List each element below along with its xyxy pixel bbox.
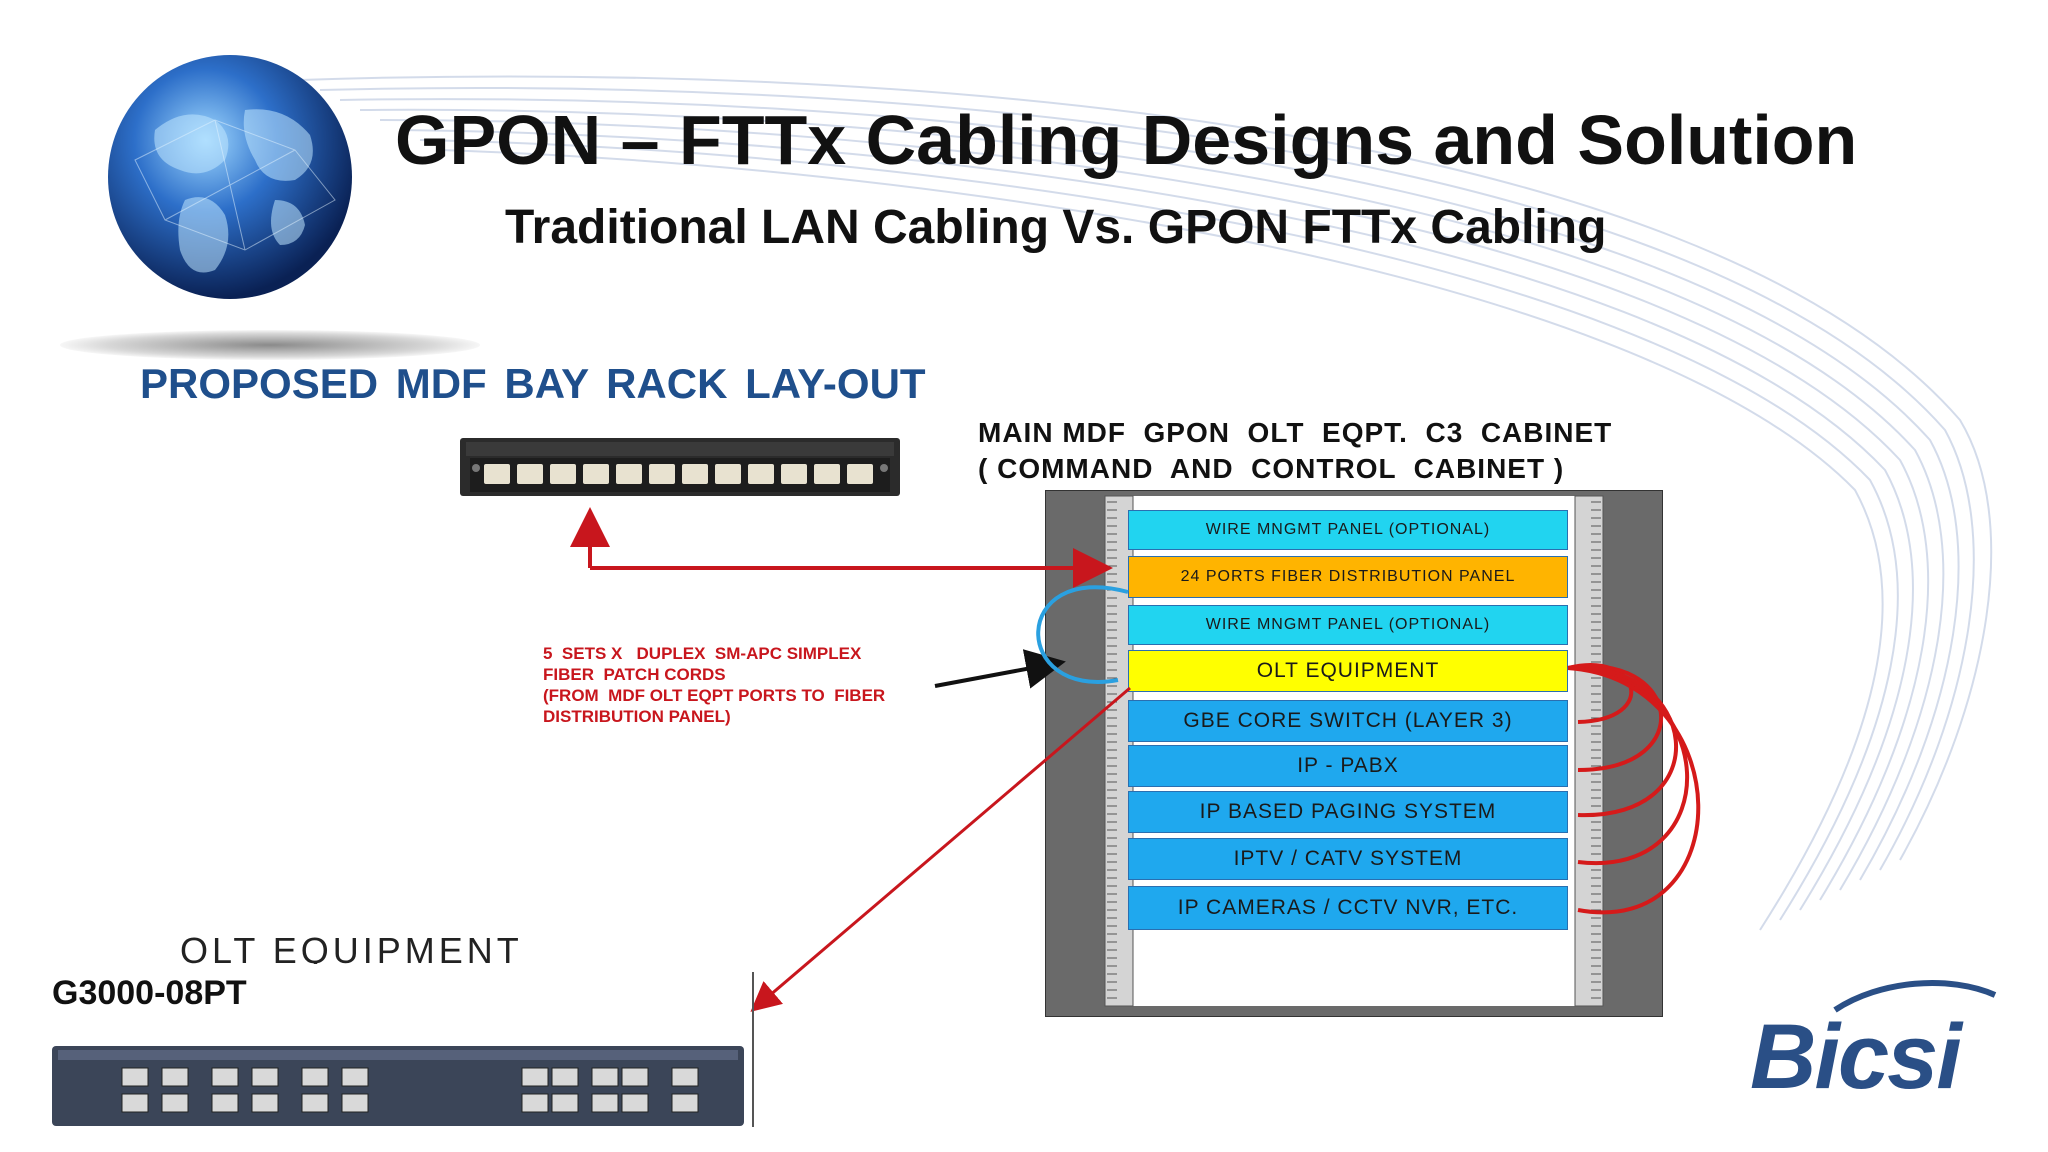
- olt-device-arrow: [750, 686, 1131, 1012]
- blue-patch-cord: [1036, 585, 1129, 684]
- cabinet-title-line1: MAIN MDF GPON OLT EQPT. C3 CABINET: [978, 417, 1613, 448]
- patch-panel-image: [460, 438, 900, 496]
- page-title: GPON – FTTx Cabling Designs and Solution: [395, 101, 1858, 179]
- rack-slot: IP - PABX: [1128, 745, 1568, 787]
- olt-caption: OLT EQUIPMENT: [180, 930, 523, 964]
- note-line4: DISTRIBUTION PANEL): [543, 707, 731, 726]
- rack-slot: OLT EQUIPMENT: [1128, 650, 1568, 692]
- rack-slot: IP BASED PAGING SYSTEM: [1128, 791, 1568, 833]
- note-line1: 5 SETS X DUPLEX SM-APC SIMPLEX: [543, 644, 862, 663]
- section-heading: PROPOSED MDF BAY RACK LAY-OUT: [140, 360, 926, 407]
- divider-line: [752, 972, 754, 1127]
- page-subtitle: Traditional LAN Cabling Vs. GPON FTTx Ca…: [505, 201, 1607, 254]
- bicsi-logo: Bicsi: [1750, 1006, 1962, 1108]
- rack-slot: IP CAMERAS / CCTV NVR, ETC.: [1128, 886, 1568, 930]
- globe-icon: [108, 55, 352, 299]
- red-patch-cords: [1567, 663, 1701, 915]
- patch-cord-note: 5 SETS X DUPLEX SM-APC SIMPLEX FIBER PAT…: [543, 643, 885, 727]
- rack-slot: 24 PORTS FIBER DISTRIBUTION PANEL: [1128, 556, 1568, 598]
- note-line3: (FROM MDF OLT EQPT PORTS TO FIBER: [543, 686, 886, 705]
- bicsi-logo-arc: [1833, 980, 1997, 1013]
- rack-slot: IPTV / CATV SYSTEM: [1128, 838, 1568, 880]
- globe-shadow: [60, 330, 480, 360]
- olt-device-image: [52, 1046, 744, 1126]
- note-line2: FIBER PATCH CORDS: [543, 665, 726, 684]
- olt-model-label: G3000-08PT: [52, 974, 247, 1012]
- patch-note-arrow: [934, 649, 1066, 689]
- rack-slot: WIRE MNGMT PANEL (OPTIONAL): [1128, 510, 1568, 550]
- rack-slot: GBE CORE SWITCH (LAYER 3): [1128, 700, 1568, 742]
- cabinet-title-line2: ( COMMAND AND CONTROL CABINET ): [978, 453, 1565, 484]
- cabinet-title: MAIN MDF GPON OLT EQPT. C3 CABINET ( COM…: [978, 415, 1612, 487]
- rack-slot: WIRE MNGMT PANEL (OPTIONAL): [1128, 605, 1568, 645]
